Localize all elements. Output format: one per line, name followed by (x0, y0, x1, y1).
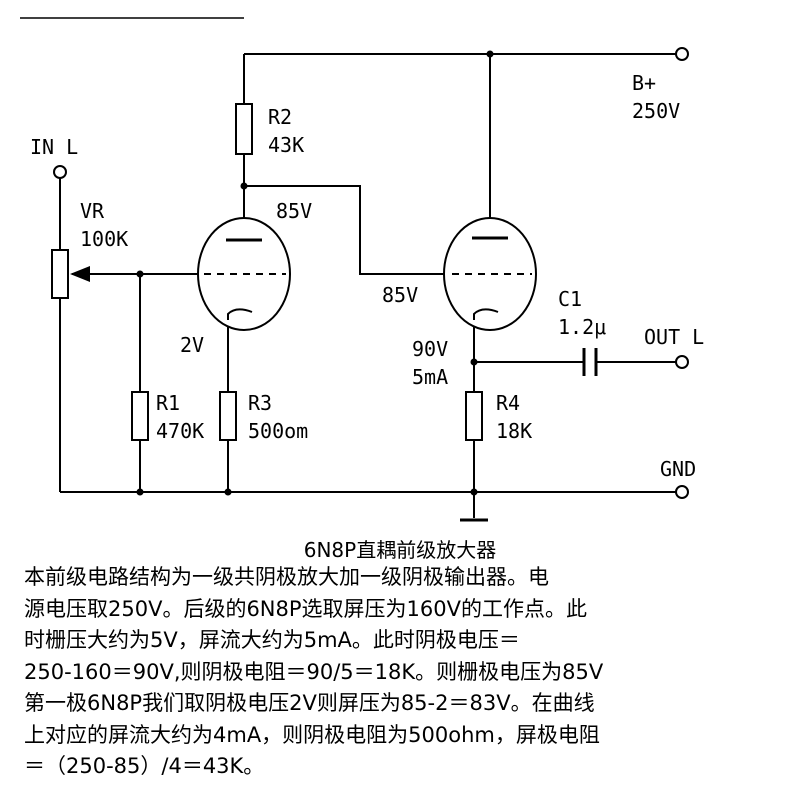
diagram-caption: 6N8P直耦前级放大器 (303, 538, 497, 562)
terminal-in-l (53, 165, 67, 179)
label-r1-value: 470K (156, 419, 204, 443)
label-r4-name: R4 (496, 391, 520, 415)
label-v-plate1: 85V (276, 199, 312, 223)
terminal-out-l (675, 355, 689, 369)
vacuum-tube-2 (443, 217, 537, 331)
description-line: 上对应的屏流大约为4mA，则阴极电阻为500ohm，屏极电阻 (24, 722, 600, 747)
junction-bplus (486, 50, 494, 58)
label-vr-value: 100K (80, 227, 128, 251)
label-i-cathode2: 5mA (412, 365, 448, 389)
label-r1-name: R1 (156, 391, 180, 415)
description-line: 250-160＝90V,则阴极电阻＝90/5＝18K。则栅极电压为85V (24, 659, 604, 684)
label-vr-name: VR (80, 199, 105, 223)
description-line: 时栅压大约为5V，屏流大约为5mA。此时阴极电压＝ (24, 628, 520, 652)
label-bplus-value: 250V (632, 99, 680, 123)
terminal-gnd (675, 485, 689, 499)
resistor-r2 (235, 103, 253, 155)
potentiometer-vr (51, 249, 69, 299)
resistor-r1 (131, 391, 149, 441)
description-line: 本前级电路结构为一级共阴极放大加一级阴极输出器。电 (24, 565, 549, 589)
description-line: ＝（250-85）/4＝43K。 (24, 754, 265, 778)
label-c1-name: C1 (558, 287, 582, 311)
label-r2-value: 43K (268, 133, 304, 157)
resistor-r4 (465, 391, 483, 441)
label-r4-value: 18K (496, 419, 532, 443)
label-c1-value: 1.2μ (558, 315, 606, 339)
junction-plate1 (240, 182, 248, 190)
label-v-cathode1: 2V (180, 333, 204, 357)
wire-plate1-to-grid2 (244, 185, 456, 275)
label-r3-name: R3 (248, 391, 272, 415)
junction-wiper (136, 270, 144, 278)
description: 本前级电路结构为一级共阴极放大加一级阴极输出器。电 源电压取250V。后级的6N… (24, 562, 780, 783)
description-line: 源电压取250V。后级的6N8P选取屏压为160V的工作点。此 (24, 596, 587, 621)
label-gnd: GND (660, 457, 696, 481)
label-v-cathode2: 90V (412, 337, 448, 361)
junction-gnd-r3 (224, 488, 232, 496)
label-out-l: OUT L (644, 325, 704, 349)
terminal-bplus (675, 47, 689, 61)
junction-gnd-r4 (470, 488, 478, 496)
junction-gnd-r1 (136, 488, 144, 496)
junction-cathode2 (470, 358, 478, 366)
label-v-grid2: 85V (382, 283, 418, 307)
description-line: 第一极6N8P我们取阴极电压2V则屏压为85-2＝83V。在曲线 (24, 691, 595, 715)
vacuum-tube-1 (197, 217, 291, 331)
resistor-r3 (219, 391, 237, 441)
label-bplus-name: B+ (632, 71, 656, 95)
label-r2-name: R2 (268, 105, 292, 129)
label-in-l: IN L (30, 135, 78, 159)
label-r3-value: 500om (248, 419, 308, 443)
